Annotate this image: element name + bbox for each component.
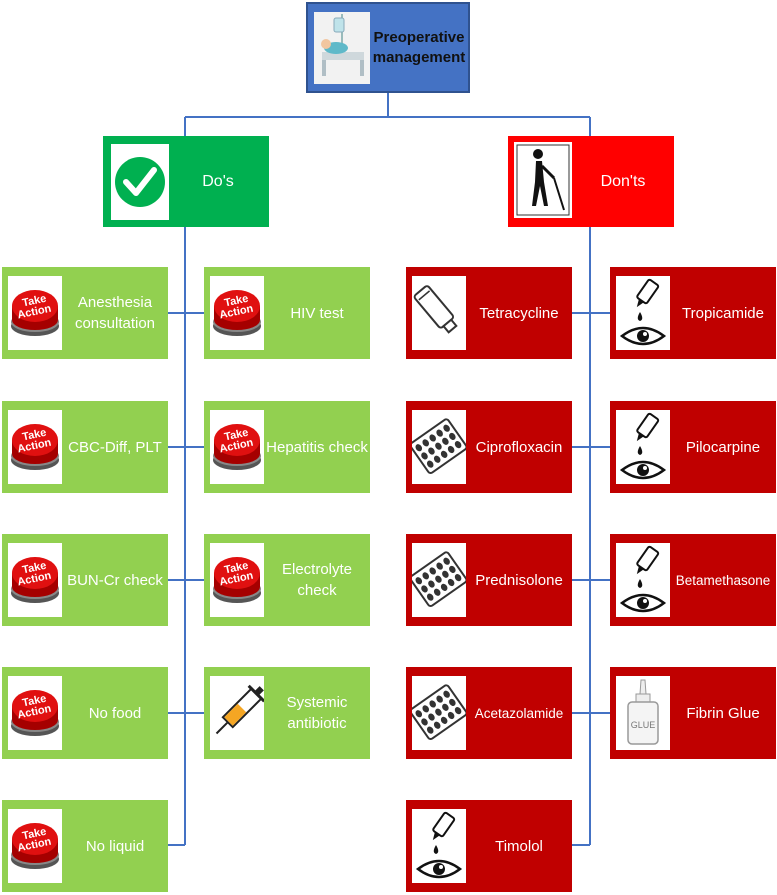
dos-label: Do's xyxy=(202,172,234,190)
donts-header: Don'ts xyxy=(508,136,674,227)
pill-blister-icon xyxy=(412,410,466,484)
eye-drop-icon xyxy=(412,809,466,883)
root-node: Preoperative management xyxy=(306,2,470,93)
dos-item-label: No food xyxy=(88,704,142,722)
take-action-text-1: Take xyxy=(21,293,47,310)
dos-header: Do's xyxy=(103,136,269,227)
donts-item-acetazolamide: Acetazolamide xyxy=(406,667,572,759)
dos-item-systemic-antibiotic: Systemic antibiotic xyxy=(204,667,370,759)
donts-item-label: Tropicamide xyxy=(682,304,764,322)
donts-item-label: Pilocarpine xyxy=(685,438,761,456)
eye-drop-icon xyxy=(616,276,670,350)
dos-item-label: Electrolyte check xyxy=(281,561,353,599)
donts-item-fibrin-glue: GLUE Fibrin Glue xyxy=(610,667,776,759)
syringe-icon xyxy=(210,676,264,750)
donts-item-betamethasone: Betamethasone xyxy=(610,534,776,626)
dos-item-label: HIV test xyxy=(290,304,344,322)
take-action-text-1: Take xyxy=(223,293,249,310)
checkmark-icon xyxy=(111,144,169,220)
donts-item-label: Tetracycline xyxy=(479,304,559,322)
glue-label: GLUE xyxy=(631,720,656,730)
donts-label: Don'ts xyxy=(600,172,646,190)
take-action-text-1: Take xyxy=(21,826,47,843)
donts-item-label: Prednisolone xyxy=(475,571,563,589)
take-action-text-1: Take xyxy=(21,427,47,444)
ointment-tube-icon xyxy=(412,276,466,350)
donts-item-label: Ciprofloxacin xyxy=(475,438,563,456)
take-action-text-1: Take xyxy=(223,560,249,577)
donts-item-label: Timolol xyxy=(495,837,543,855)
dos-item-label: Anesthesia consultation xyxy=(74,294,156,332)
pill-blister-icon xyxy=(412,676,466,750)
blind-person-icon xyxy=(514,142,572,218)
dos-item-label: BUN-Cr check xyxy=(67,571,163,589)
dos-item-label: Hepatitis check xyxy=(266,438,368,456)
pill-blister-icon xyxy=(412,543,466,617)
donts-item-tropicamide: Tropicamide xyxy=(610,267,776,359)
donts-item-pilocarpine: Pilocarpine xyxy=(610,401,776,493)
glue-bottle-icon: GLUE xyxy=(616,676,670,750)
donts-item-label: Betamethasone xyxy=(675,572,771,588)
eye-drop-icon xyxy=(616,543,670,617)
donts-item-tetracycline: Tetracycline xyxy=(406,267,572,359)
donts-item-ciprofloxacin: Ciprofloxacin xyxy=(406,401,572,493)
take-action-text-1: Take xyxy=(21,560,47,577)
patient-bed-icon xyxy=(314,12,370,84)
donts-item-prednisolone: Prednisolone xyxy=(406,534,572,626)
take-action-text-1: Take xyxy=(21,693,47,710)
donts-item-label: Fibrin Glue xyxy=(686,704,760,722)
donts-item-label: Acetazolamide xyxy=(474,705,564,721)
dos-item-label: Systemic antibiotic xyxy=(286,694,348,732)
root-label: Preoperative management xyxy=(372,28,466,66)
dos-item-label: No liquid xyxy=(85,837,145,855)
eye-drop-icon xyxy=(616,410,670,484)
take-action-text-1: Take xyxy=(223,427,249,444)
donts-item-timolol: Timolol xyxy=(406,800,572,892)
dos-item-label: CBC-Diff, PLT xyxy=(68,438,162,456)
